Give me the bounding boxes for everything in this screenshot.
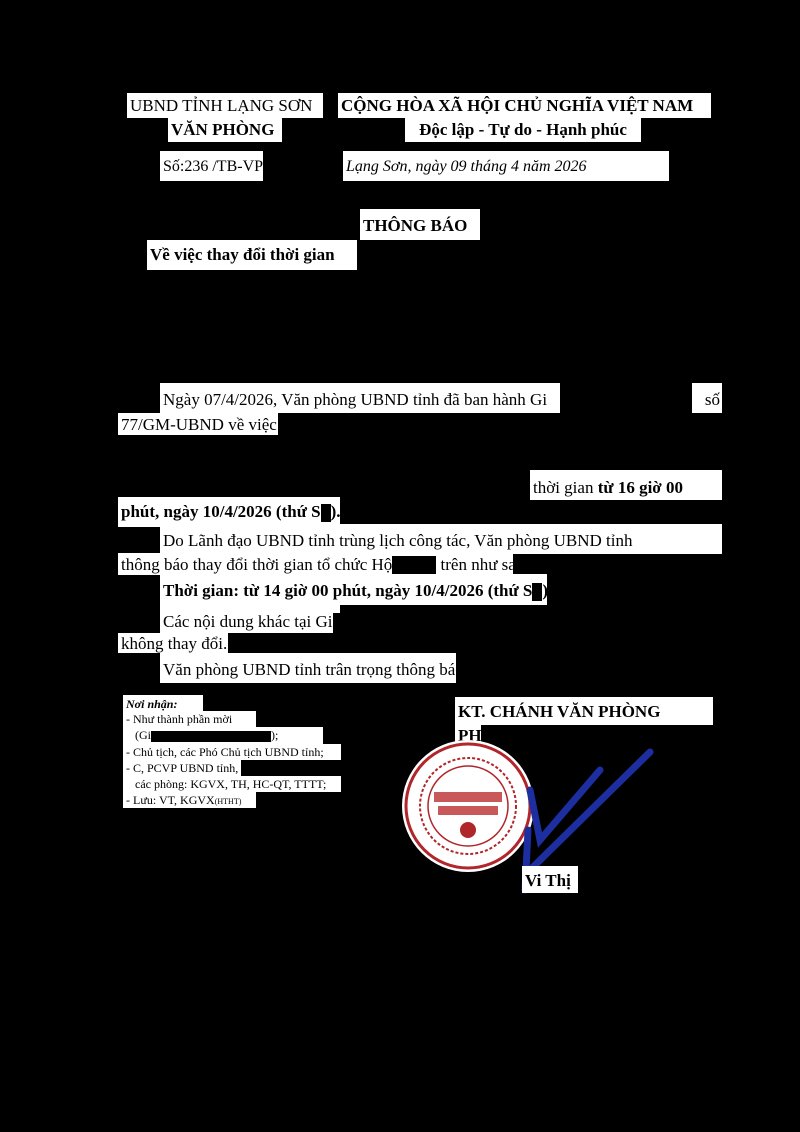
document-type: THÔNG BÁO [360,209,480,240]
motto: Độc lập - Tự do - Hạnh phúc [405,117,641,142]
place-date: Lạng Sơn, ngày 09 tháng 4 năm 2026 [343,151,669,181]
signer-role: KT. CHÁNH VĂN PHÒNG [455,697,713,725]
paragraph-1-line-4: phút, ngày 10/4/2026 (thứ S). [118,497,341,527]
signer-name: Vi Thị [522,866,578,893]
document-subject: Về việc thay đổi thời gian [147,240,357,270]
paragraph-1-line-3: thời gian từ 16 giờ 00 [530,470,722,500]
stamp-icon [402,740,534,872]
recipient-item: - Lưu: VT, KGVX(HTHT) [123,791,256,808]
paragraph-1-line-1: Ngày 07/4/2026, Văn phòng UBND tỉnh đã b… [160,383,722,413]
paragraph-2-line-2: thông báo thay đổi thời gian tổ chức Hộ … [118,553,529,577]
nation-title: CỘNG HÒA XÃ HỘI CHỦ NGHĨA VIỆT NAM [338,93,711,118]
paragraph-2-line-1: Do Lãnh đạo UBND tỉnh trùng lịch công tá… [160,524,722,554]
recipients-block: Nơi nhận: - Như thành phần mời (Gi); - C… [123,695,341,808]
paragraph-4-line-2: không thay đổi. [118,633,228,653]
new-time: Thời gian: từ 14 giờ 00 phút, ngày 10/4/… [160,574,552,605]
recipient-item: - C, PCVP UBND tỉnh, [123,759,241,776]
recipient-item: các phòng: KGVX, TH, HC-QT, TTTT; [123,775,341,792]
recipient-item: - Như thành phần mời [123,711,256,727]
recipient-item: - Chủ tịch, các Phó Chủ tịch UBND tỉnh; [123,743,341,760]
document-number: Số:236 /TB-VP [160,151,263,181]
redaction [560,383,692,413]
paragraph-1-line-2: 77/GM-UBND về việc [118,413,278,435]
recipients-heading: Nơi nhận: [123,695,203,711]
agency-parent: UBND TỈNH LẠNG SƠN [127,93,323,118]
paragraph-4-line-1: Các nội dung khác tại Gi số [160,605,392,634]
agency: VĂN PHÒNG [168,117,282,142]
recipient-item: (Gi); [123,727,323,744]
closing-sentence: Văn phòng UBND tỉnh trân trọng thông báo… [160,653,477,683]
